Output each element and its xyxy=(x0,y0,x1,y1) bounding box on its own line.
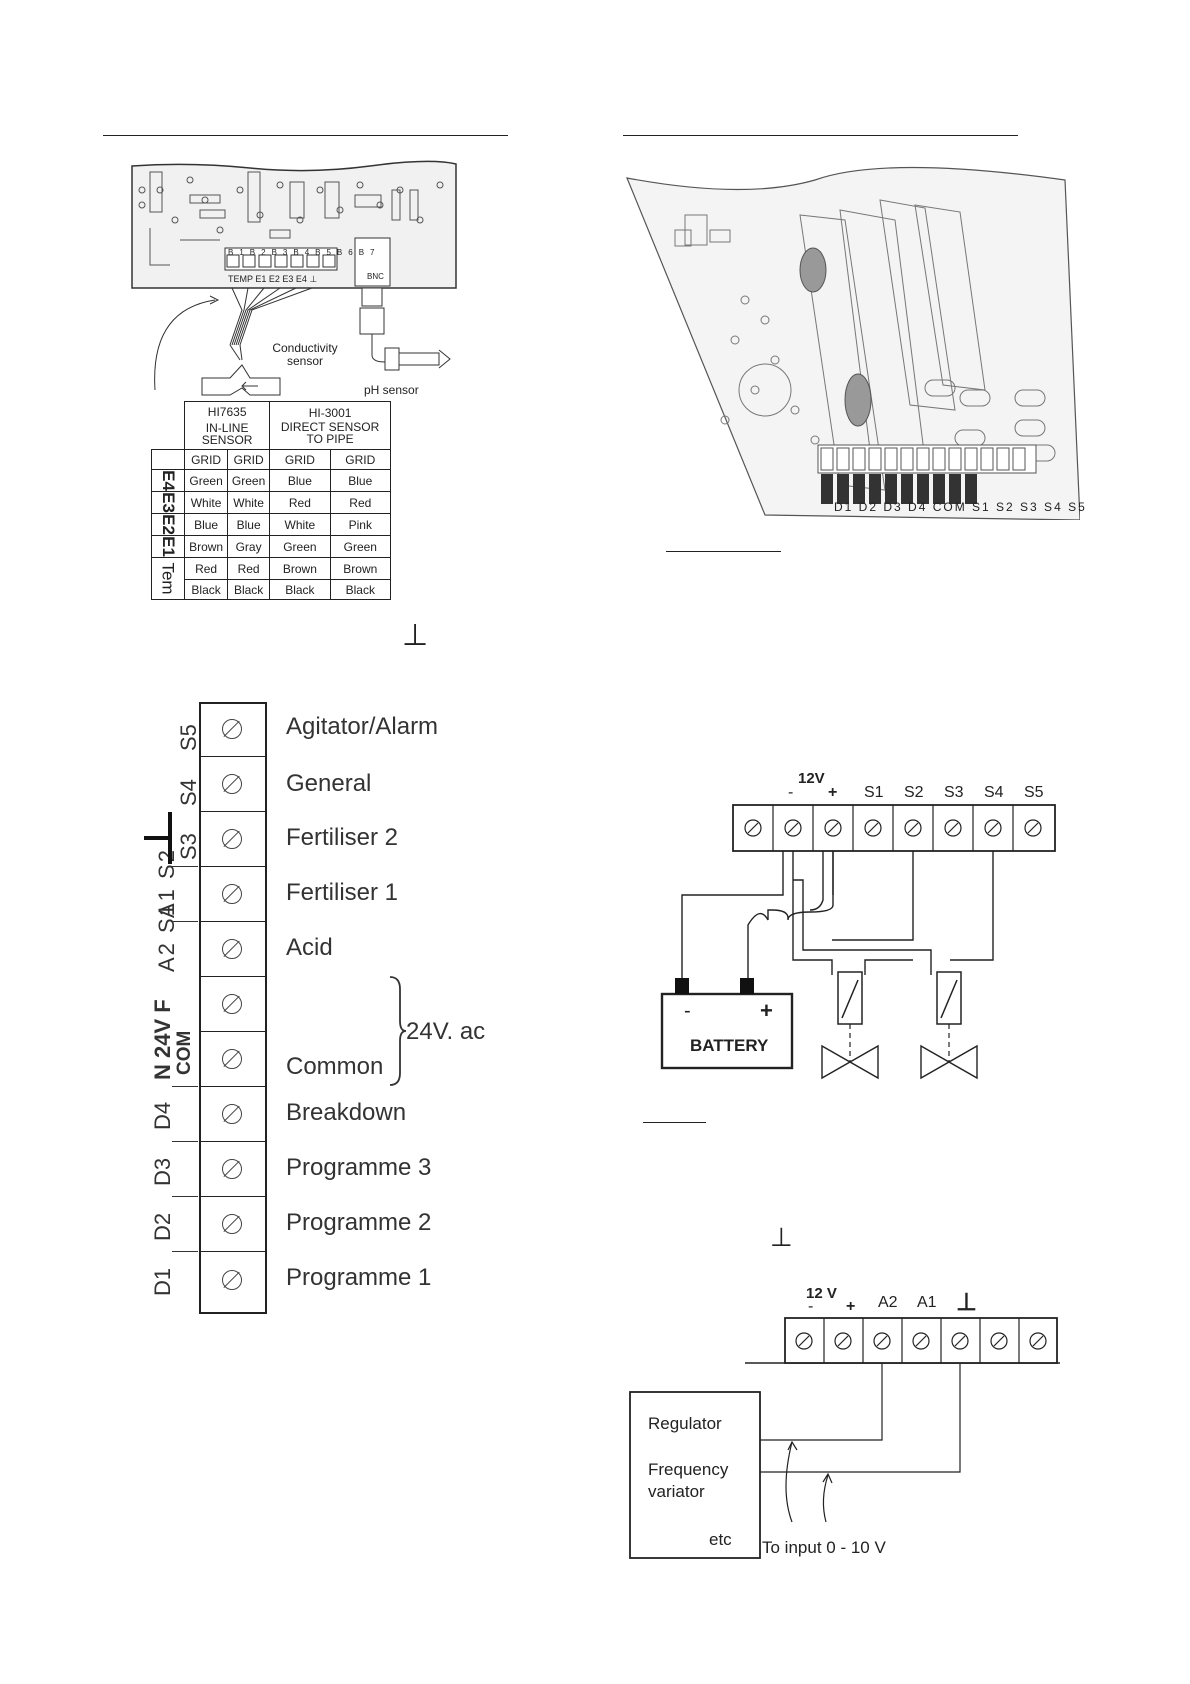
wire-color-table: HI7635 IN-LINE SENSOR HI-3001 DIRECT SEN… xyxy=(150,401,392,600)
code-d4: D4 xyxy=(150,1101,175,1130)
table-cell: Blue xyxy=(227,513,271,536)
table-cell: Black xyxy=(269,579,331,600)
term-label-minus: - xyxy=(788,784,794,801)
terminal-24v[interactable] xyxy=(201,977,265,1032)
table-cell: Black xyxy=(227,579,271,600)
code-divider xyxy=(172,866,198,867)
terminal-s2[interactable] xyxy=(201,867,265,922)
func-breakdown: Breakdown xyxy=(286,1099,407,1126)
left-section-rule xyxy=(103,135,508,136)
func-programme-3: Programme 3 xyxy=(286,1154,432,1181)
battery-minus: - xyxy=(684,1000,691,1022)
table-cell: Gray xyxy=(227,535,271,558)
term-label-s3: S3 xyxy=(944,784,964,801)
row-label-tem: Tem xyxy=(150,557,186,600)
reg-term-plus: + xyxy=(846,1298,856,1315)
right-section-rule xyxy=(623,135,1018,136)
code-divider xyxy=(172,921,198,922)
board-terminal-labels: B1B2B3B4B5B6B7 xyxy=(228,248,381,257)
code-divider xyxy=(172,1196,198,1197)
table-cell: White xyxy=(184,491,229,514)
battery-label: BATTERY xyxy=(690,1036,769,1055)
grid-cell: GRID xyxy=(329,449,392,470)
regulator-line-2: Frequency xyxy=(648,1460,729,1479)
terminal-strip: Agitator/Alarm General Fertiliser 2 Fert… xyxy=(0,0,600,1684)
terminal-d2[interactable] xyxy=(201,1197,265,1252)
controller-board-diagram xyxy=(131,160,457,396)
conductivity-sensor-label: Conductivity sensor xyxy=(272,341,338,369)
terminal-s3[interactable] xyxy=(201,812,265,867)
func-programme-1: Programme 1 xyxy=(286,1264,432,1291)
code-divider xyxy=(172,1141,198,1142)
brace-label: 24V. ac xyxy=(406,1018,486,1045)
code-divider xyxy=(172,1086,198,1087)
grid-cell: GRID xyxy=(227,449,271,470)
func-general: General xyxy=(286,770,372,797)
table-cell: White xyxy=(227,491,271,514)
reg-term-a2: A2 xyxy=(878,1294,898,1311)
code-a2-s1: A2 S1 xyxy=(154,902,179,972)
regulator-line-3: variator xyxy=(648,1482,705,1501)
table-cell: Green xyxy=(329,535,392,558)
caption-rule-2 xyxy=(643,1122,706,1123)
regulator-wiring-diagram xyxy=(629,1317,1060,1559)
terminal-d3[interactable] xyxy=(201,1142,265,1197)
term-label-s5: S5 xyxy=(1024,784,1044,801)
code-com: COM xyxy=(174,1030,195,1075)
code-divider xyxy=(172,1251,198,1252)
func-fertiliser-2: Fertiliser 2 xyxy=(286,824,399,851)
table-cell: Black xyxy=(329,579,392,600)
table-cell: Blue xyxy=(184,513,229,536)
terminal-com[interactable] xyxy=(201,1032,265,1087)
supply-12v-label-2: 12 V xyxy=(806,1285,837,1302)
ground-symbol: ⊥ xyxy=(402,619,429,652)
table-cell: Brown xyxy=(329,557,392,580)
ground-icon xyxy=(144,812,172,864)
reg-term-minus: - xyxy=(808,1298,814,1315)
func-fertiliser-1: Fertiliser 1 xyxy=(286,879,399,906)
terminal-s4[interactable] xyxy=(201,757,265,812)
code-d2: D2 xyxy=(150,1212,175,1241)
supply-12v-label: 12V xyxy=(798,770,825,787)
func-common: Common xyxy=(286,1053,384,1080)
table-cell: Pink xyxy=(329,513,392,536)
terminal-d4[interactable] xyxy=(201,1087,265,1142)
code-d3: D3 xyxy=(150,1157,175,1186)
brace-24v xyxy=(389,976,407,1086)
term-label-s4: S4 xyxy=(984,784,1004,801)
reg-term-ground: ⊥ xyxy=(956,1289,977,1316)
regulator-line-4: etc xyxy=(709,1530,732,1549)
table-cell: Black xyxy=(184,579,229,600)
battery-plus: + xyxy=(760,998,773,1023)
code-24v: N 24V F xyxy=(150,999,175,1080)
ph-sensor-label: pH sensor xyxy=(364,383,419,397)
terminal-s5[interactable] xyxy=(201,702,265,757)
table-cell: Green xyxy=(227,469,271,492)
table-cell: Red xyxy=(329,491,392,514)
input-label: To input 0 - 10 V xyxy=(762,1538,886,1557)
term-label-plus: + xyxy=(828,784,838,801)
code-s4: S4 xyxy=(176,779,201,806)
table-cell: Brown xyxy=(184,535,229,558)
func-agitator-alarm: Agitator/Alarm xyxy=(286,713,439,740)
caption-rule-1 xyxy=(666,551,781,552)
regulator-line-1: Regulator xyxy=(648,1414,722,1433)
board-bottom-labels-right: D1 D2 D3 D4 COM S1 S2 S3 S4 S5 xyxy=(834,500,1087,514)
term-label-s1: S1 xyxy=(864,784,884,801)
reg-term-a1: A1 xyxy=(917,1294,937,1311)
board-bottom-labels: TEMP E1 E2 E3 E4 ⊥ xyxy=(228,274,318,284)
hi7635-header: HI7635 IN-LINE SENSOR xyxy=(184,401,271,450)
battery-wiring-diagram xyxy=(660,804,1056,1080)
relay-board-illustration xyxy=(626,166,1080,520)
func-acid: Acid xyxy=(286,934,333,961)
code-d1: D1 xyxy=(150,1267,175,1296)
code-s5: S5 xyxy=(176,724,201,751)
bnc-label: BNC xyxy=(367,272,384,281)
terminal-s1[interactable] xyxy=(201,922,265,977)
terminal-d1[interactable] xyxy=(201,1252,265,1308)
func-programme-2: Programme 2 xyxy=(286,1209,432,1236)
ground-symbol-2: ⊥ xyxy=(770,1222,793,1252)
term-label-s2: S2 xyxy=(904,784,924,801)
